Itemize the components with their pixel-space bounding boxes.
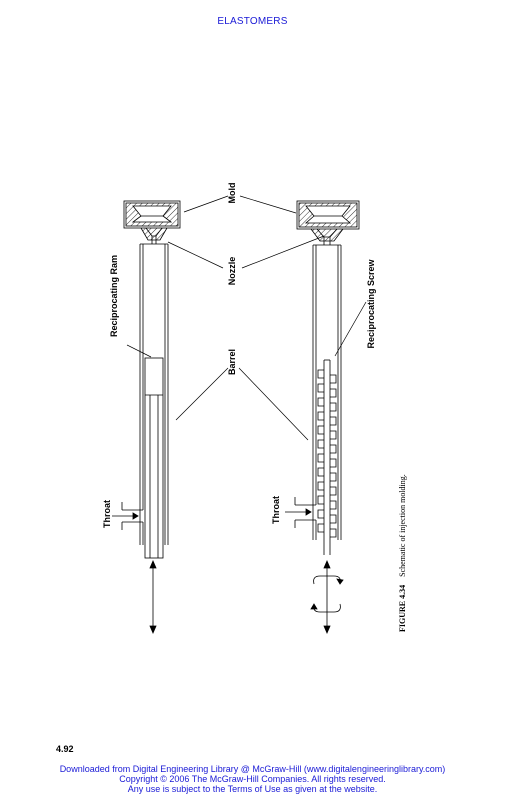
reciprocating-screw [317, 359, 337, 555]
ram-unit [112, 200, 181, 635]
screw-flight-left [317, 369, 324, 379]
figure-caption: FIGURE 4.34 Schematic of injection moldin… [398, 474, 407, 632]
svg-text:FIGURE 4.34Schematic of inject: FIGURE 4.34 Schematic of injection moldin… [398, 474, 407, 632]
screw-flight-left [317, 467, 324, 477]
leader-lines [126, 195, 367, 441]
left-barrel [139, 243, 169, 545]
right-nozzle [310, 228, 344, 245]
mold-label: Mold [227, 183, 237, 204]
left-throat [112, 502, 143, 530]
throat-label-right: Throat [271, 496, 281, 524]
screw-flight-left [317, 481, 324, 491]
screw-flight-left [317, 383, 324, 393]
figure-number: FIGURE 4.34 [398, 585, 407, 632]
screw-unit [285, 200, 360, 635]
reciprocating-screw-label: Reciprocating Screw [366, 258, 376, 348]
screw-flight-left [317, 411, 324, 421]
screw-flight-right [330, 444, 337, 454]
screw-flight-left [317, 453, 324, 463]
screw-flight-right [330, 500, 337, 510]
screw-flight-right [330, 402, 337, 412]
footer-copyright-line: Copyright © 2006 The McGraw-Hill Compani… [119, 774, 386, 784]
screw-flight-right [330, 528, 337, 538]
screw-flight-right [330, 458, 337, 468]
reciprocating-ram-label: Reciprocating Ram [109, 255, 119, 337]
screw-flight-left [317, 439, 324, 449]
right-throat [285, 497, 316, 528]
screw-flight-left [317, 425, 324, 435]
screw-flight-right [330, 472, 337, 482]
left-mold [123, 200, 181, 229]
nozzle-label: Nozzle [227, 257, 237, 286]
footer-terms-line: Any use is subject to the Terms of Use a… [127, 784, 378, 794]
right-mold [296, 200, 360, 230]
ram-motion-arrow [149, 559, 157, 635]
barrel-label: Barrel [227, 349, 237, 375]
figure-caption-text: Schematic of injection molding. [398, 474, 407, 577]
screw-flight-right [330, 416, 337, 426]
screw-flight-left [317, 509, 324, 519]
screw-flight-left [317, 523, 324, 533]
left-nozzle [140, 227, 168, 244]
screw-motion-arrow [310, 559, 344, 635]
screw-flights [317, 369, 337, 538]
running-head: ELASTOMERS [217, 16, 288, 27]
screw-flight-right [330, 486, 337, 496]
reciprocating-ram [144, 357, 164, 559]
footer-download-line: Downloaded from Digital Engineering Libr… [59, 764, 446, 774]
screw-flight-right [330, 388, 337, 398]
screw-flight-right [330, 430, 337, 440]
right-barrel [312, 244, 342, 540]
screw-flight-left [317, 495, 324, 505]
throat-label-left: Throat [102, 500, 112, 528]
screw-flight-right [330, 514, 337, 524]
screw-flight-left [317, 397, 324, 407]
page-number: 4.92 [56, 744, 74, 754]
screw-flight-right [330, 374, 337, 384]
